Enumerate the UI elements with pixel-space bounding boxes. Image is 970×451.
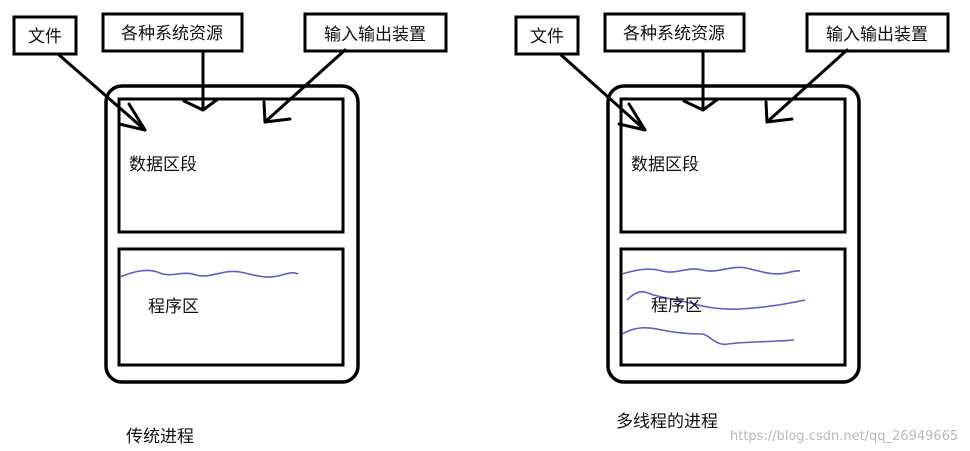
traditional-process-caption: 传统进程: [126, 427, 194, 447]
data-section: 数据区段: [117, 97, 345, 234]
program-area-label: 程序区: [148, 297, 199, 317]
process-container: [606, 84, 861, 384]
system-resources-label: 各种系统资源: [623, 24, 725, 44]
program-area-label: 程序区: [651, 296, 702, 316]
file-arrow: [558, 52, 647, 132]
traditional-process-diagram: 文件 各种系统资源 输入输出装置 数据区段: [12, 12, 448, 447]
system-resources-box: 各种系统资源: [101, 12, 244, 53]
multithreaded-process-caption: 多线程的进程: [616, 412, 718, 432]
data-section-label: 数据区段: [631, 155, 699, 175]
thread-line-3: [621, 327, 795, 346]
thread-line-2: [626, 291, 806, 310]
system-resources-label: 各种系统资源: [121, 24, 223, 44]
program-area: 程序区: [619, 247, 847, 367]
file-box: 文件: [12, 15, 78, 56]
io-devices-label: 输入输出装置: [324, 25, 426, 45]
multithreaded-process-diagram: 文件 各种系统资源 输入输出装置 数据区段: [514, 12, 950, 432]
program-area: 程序区: [117, 247, 345, 367]
io-devices-box: 输入输出装置: [303, 12, 448, 53]
data-section: 数据区段: [619, 97, 847, 234]
system-resources-box: 各种系统资源: [603, 12, 746, 53]
system-resources-arrow: [182, 49, 220, 112]
thread-line: [119, 269, 299, 278]
watermark-url: https://blog.csdn.net/qq_26949665: [730, 429, 958, 444]
io-devices-label: 输入输出装置: [826, 25, 928, 45]
data-section-label: 数据区段: [129, 155, 197, 175]
file-label: 文件: [28, 27, 62, 47]
thread-line-1: [621, 266, 801, 275]
io-devices-box: 输入输出装置: [805, 12, 950, 53]
file-box: 文件: [514, 15, 580, 56]
system-resources-arrow: [682, 49, 720, 112]
file-label: 文件: [530, 27, 564, 47]
file-arrow: [56, 52, 147, 132]
process-container: [104, 84, 360, 384]
